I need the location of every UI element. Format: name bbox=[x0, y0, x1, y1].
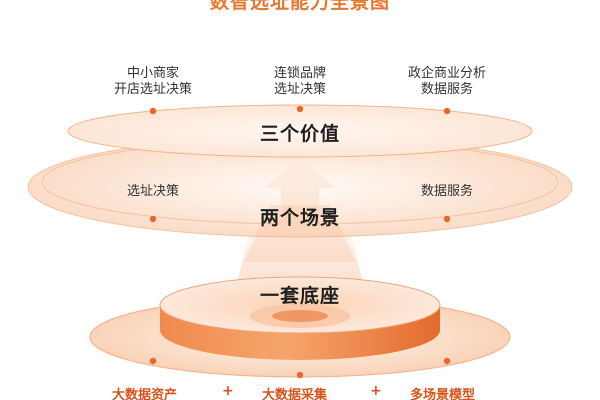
scene-item-1: 选址决策 bbox=[126, 184, 179, 199]
value-item-3-line2: 数据服务 bbox=[420, 82, 473, 97]
scene-dot-2 bbox=[443, 215, 451, 223]
scene-dot-1 bbox=[149, 215, 157, 223]
value-layer-label: 三个价值 bbox=[259, 123, 340, 145]
value-item-2-line1: 连锁品牌 bbox=[273, 66, 326, 81]
base-item-2: 大数据采集 bbox=[262, 388, 328, 400]
value-item-1: 中小商家 开店选址决策 bbox=[98, 66, 208, 98]
value-item-3-line1: 政企商业分析 bbox=[407, 66, 486, 81]
value-item-1-line2: 开店选址决策 bbox=[113, 82, 192, 97]
base-layer-label: 一套底座 bbox=[259, 285, 340, 307]
value-item-2: 连锁品牌 选址决策 bbox=[245, 66, 355, 98]
value-dot-3 bbox=[443, 107, 451, 115]
base-dot-1 bbox=[149, 357, 157, 365]
value-dot-2 bbox=[296, 105, 304, 113]
scene-layer-label: 两个场景 bbox=[259, 207, 340, 229]
diagram-title: 数智选址能力全景图 bbox=[209, 0, 390, 13]
value-item-1-line1: 中小商家 bbox=[126, 66, 179, 81]
base-cylinder-core-inner bbox=[272, 310, 328, 322]
scene-item-2: 数据服务 bbox=[420, 184, 473, 199]
value-dot-1 bbox=[149, 107, 157, 115]
light-beam-upper bbox=[244, 205, 356, 262]
plus-separator-2: + bbox=[370, 383, 382, 399]
up-arrow bbox=[264, 158, 336, 226]
base-item-3: 多场景模型 bbox=[410, 388, 476, 400]
plus-separator-1: + bbox=[222, 383, 234, 399]
value-item-2-line2: 选址决策 bbox=[273, 82, 326, 97]
base-item-1: 大数据资产 bbox=[112, 388, 178, 400]
base-dot-2 bbox=[296, 371, 304, 379]
value-item-3: 政企商业分析 数据服务 bbox=[384, 66, 510, 98]
base-dot-3 bbox=[443, 357, 451, 365]
value-layer-ring bbox=[67, 104, 533, 158]
